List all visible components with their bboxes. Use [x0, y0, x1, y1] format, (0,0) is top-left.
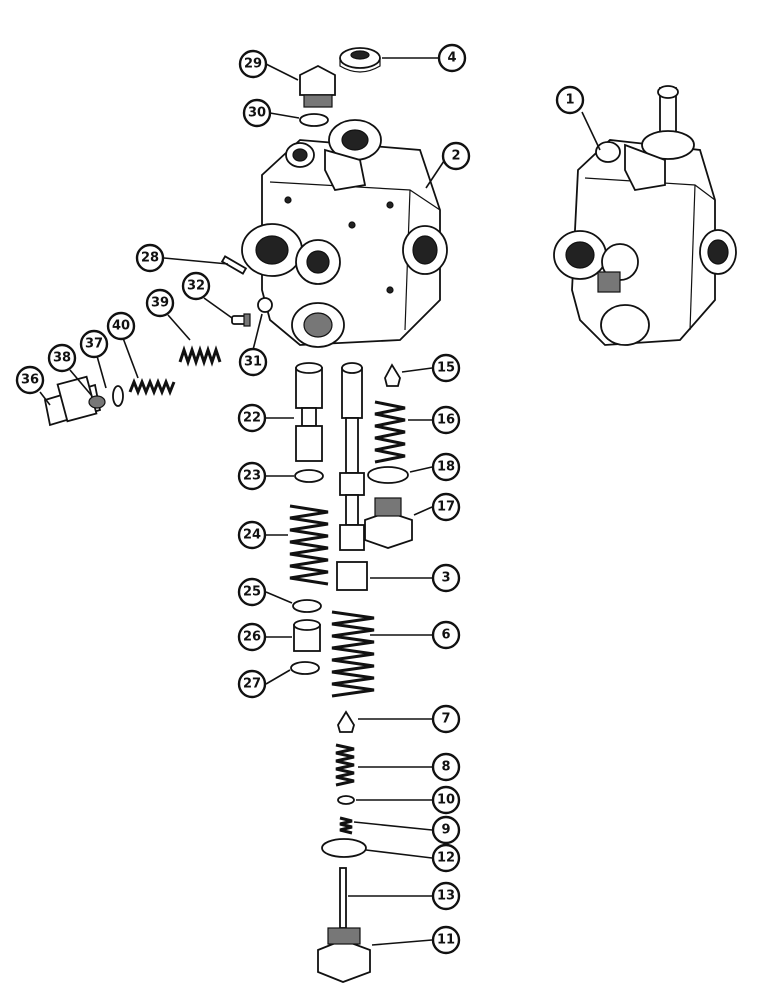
svg-text:18: 18	[437, 460, 455, 475]
cap-4	[339, 47, 381, 73]
fitting-36	[43, 375, 102, 427]
pin-28	[220, 255, 248, 275]
spring-39	[178, 345, 222, 367]
callout-15: 15	[431, 353, 461, 383]
callout-12: 12	[431, 843, 461, 873]
seat-26	[293, 619, 321, 652]
svg-text:32: 32	[187, 279, 205, 294]
svg-text:37: 37	[85, 337, 103, 352]
svg-text:23: 23	[243, 469, 261, 484]
callout-10: 10	[431, 785, 461, 815]
o-ring-30	[299, 113, 329, 127]
svg-text:4: 4	[447, 51, 456, 66]
o-ring-18	[367, 466, 409, 484]
svg-text:17: 17	[437, 500, 455, 515]
callout-6: 6	[431, 620, 461, 650]
plug-11	[317, 927, 371, 983]
spring-24	[289, 504, 329, 586]
callout-1: 1	[555, 85, 585, 115]
svg-text:12: 12	[437, 851, 455, 866]
callout-8: 8	[431, 752, 461, 782]
svg-text:2: 2	[451, 149, 460, 164]
o-ring-25	[292, 599, 322, 613]
o-ring-27	[290, 661, 320, 675]
callout-31: 31	[238, 347, 268, 377]
callout-30: 30	[242, 98, 272, 128]
callout-3: 3	[431, 563, 461, 593]
valve-body	[241, 119, 448, 348]
spring-6	[331, 610, 375, 698]
callout-26: 26	[237, 622, 267, 652]
assembled-valve	[553, 85, 737, 346]
callout-32: 32	[181, 271, 211, 301]
callout-23: 23	[237, 461, 267, 491]
callout-25: 25	[237, 577, 267, 607]
svg-text:40: 40	[112, 319, 130, 334]
callout-17: 17	[431, 492, 461, 522]
spring-8	[335, 743, 355, 787]
spool-22	[295, 362, 323, 462]
svg-text:8: 8	[441, 760, 450, 775]
washer-10	[337, 795, 355, 805]
svg-text:26: 26	[243, 630, 261, 645]
svg-text:6: 6	[441, 628, 450, 643]
svg-text:28: 28	[141, 251, 159, 266]
o-ring-23	[294, 469, 324, 483]
callout-4: 4	[437, 43, 467, 73]
svg-text:10: 10	[437, 793, 455, 808]
callout-27: 27	[237, 669, 267, 699]
svg-text:15: 15	[437, 361, 455, 376]
callout-11: 11	[431, 925, 461, 955]
callout-22: 22	[237, 403, 267, 433]
svg-text:25: 25	[243, 585, 261, 600]
svg-text:38: 38	[53, 351, 71, 366]
callout-38: 38	[47, 343, 77, 373]
callout-7: 7	[431, 704, 461, 734]
screw-32	[231, 313, 251, 327]
svg-text:22: 22	[243, 411, 261, 426]
svg-text:11: 11	[437, 933, 455, 948]
svg-text:16: 16	[437, 413, 455, 428]
callout-18: 18	[431, 452, 461, 482]
svg-text:39: 39	[151, 296, 169, 311]
plug-29	[299, 64, 336, 108]
svg-text:7: 7	[441, 712, 450, 727]
svg-text:27: 27	[243, 677, 261, 692]
ball-31	[257, 297, 273, 313]
callout-16: 16	[431, 405, 461, 435]
svg-text:29: 29	[244, 57, 262, 72]
plug-17	[364, 497, 413, 549]
callout-13: 13	[431, 881, 461, 911]
callout-24: 24	[237, 520, 267, 550]
callout-37: 37	[79, 329, 109, 359]
svg-text:1: 1	[565, 93, 574, 108]
svg-text:13: 13	[437, 889, 455, 904]
callout-28: 28	[135, 243, 165, 273]
leader-lines	[39, 57, 601, 946]
poppet-7	[337, 710, 355, 733]
svg-text:9: 9	[441, 823, 450, 838]
callout-40: 40	[106, 311, 136, 341]
spool-3	[336, 362, 368, 591]
callout-2: 2	[441, 141, 471, 171]
o-ring-37	[112, 385, 124, 407]
pin-13	[339, 867, 347, 929]
svg-text:24: 24	[243, 528, 261, 543]
svg-text:30: 30	[248, 106, 266, 121]
callout-9: 9	[431, 815, 461, 845]
callout-39: 39	[145, 288, 175, 318]
svg-text:3: 3	[441, 571, 450, 586]
o-ring-12	[321, 838, 367, 858]
callout-29: 29	[238, 49, 268, 79]
spring-40	[128, 377, 176, 397]
spring-16	[374, 400, 406, 464]
spring-9	[339, 816, 353, 835]
part-38	[88, 395, 106, 409]
poppet-15	[384, 363, 401, 387]
svg-text:36: 36	[21, 373, 39, 388]
callout-36: 36	[15, 365, 45, 395]
svg-text:31: 31	[244, 355, 262, 370]
